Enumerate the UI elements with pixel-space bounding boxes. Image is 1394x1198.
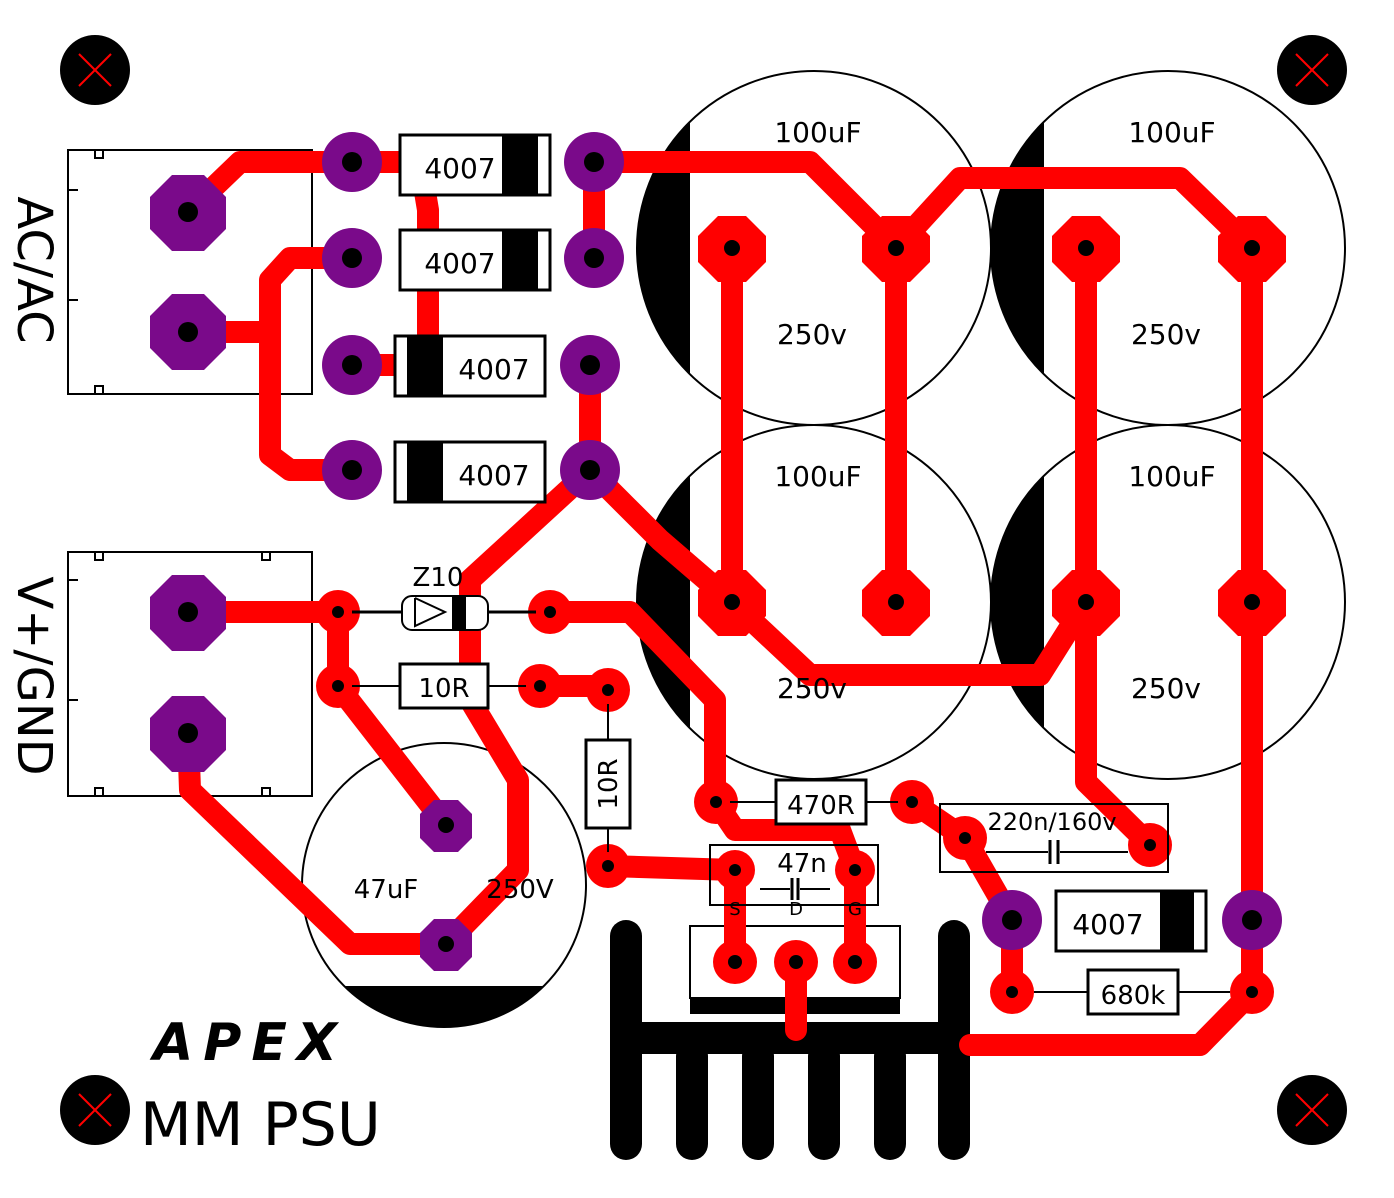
resistor-r2: 10R [584,704,632,852]
cap-c7: 47n S D G [709,844,879,920]
mounting-hole-icon [1277,35,1347,105]
diode-d5-label: 4007 [1072,908,1143,941]
cap-c4-value: 100uF [1128,460,1215,493]
diode-d1: 4007 [398,133,552,197]
resistor-r1-label: 10R [418,674,469,704]
mosfet-pin-g: G [848,899,862,920]
resistor-r4-label: 680k [1101,981,1166,1011]
resistor-r4: 680k [1034,968,1230,1016]
copper-traces [177,151,1263,1056]
diode-d5: 4007 [1054,889,1208,953]
apex-logo: APEX [149,1013,347,1073]
diode-d2: 4007 [398,228,552,292]
cap-c3-voltage: 250v [777,672,847,705]
cap-pads [420,216,1286,971]
diode-d1-label: 4007 [424,152,495,185]
mosfet-pin-s: S [729,899,740,920]
board-title: MM PSU [140,1090,381,1160]
diode-pads [322,132,1282,950]
resistor-r3-label: 470R [787,791,855,821]
small-pads [316,590,1274,1014]
diode-d3: 4007 [393,334,547,398]
mounting-hole-icon [1277,1075,1347,1145]
cap-c6-label: 220n/160v [987,808,1116,836]
cap-c6: 220n/160v [939,803,1169,873]
resistor-r2-label: 10R [594,758,624,809]
diode-d3-label: 4007 [458,353,529,386]
diode-d4: 4007 [393,440,547,504]
cap-c1-voltage: 250v [777,318,847,351]
diode-d2-label: 4007 [424,247,495,280]
mosfet-pin-d: D [789,899,803,920]
cap-c2-voltage: 250v [1131,318,1201,351]
diode-d4-label: 4007 [458,459,529,492]
cap-c2-value: 100uF [1128,116,1215,149]
resistor-r3: 470R [730,778,898,826]
mounting-hole-icon [60,1075,130,1145]
ac-connector-label: AC/AC [6,196,62,343]
resistor-r1: 10R [352,662,526,710]
cap-c1-value: 100uF [774,116,861,149]
zener-diode: Z10 [352,563,536,631]
zener-label: Z10 [413,563,464,593]
dc-connector-label: V+/GND [6,576,62,775]
cap-c7-label: 47n [777,849,827,879]
cap-c5-voltage: 250V [486,875,554,905]
cap-c4-voltage: 250v [1131,672,1201,705]
mounting-hole-icon [60,35,130,105]
cap-c3-value: 100uF [774,460,861,493]
cap-c5-value: 47uF [354,875,419,905]
connector-pads [150,175,226,772]
